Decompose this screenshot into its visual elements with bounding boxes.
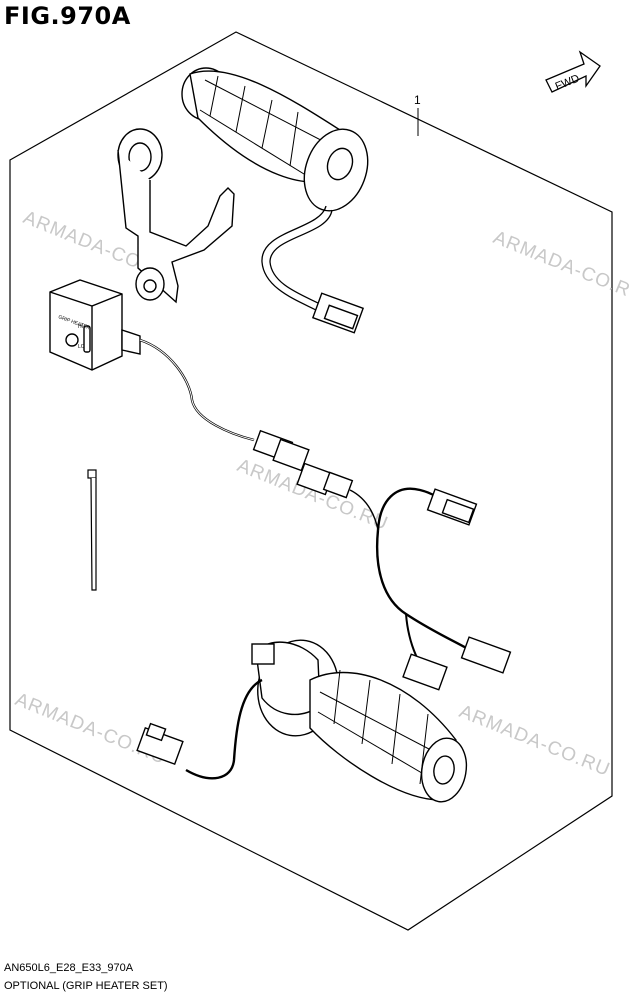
wiring-harness xyxy=(296,462,512,691)
grip-heater-switch: GRIP HEATER HI LO xyxy=(49,279,310,472)
fwd-direction-badge: FWD xyxy=(545,50,601,93)
reference-number: 1 xyxy=(414,93,421,107)
lower-heated-grip xyxy=(136,639,468,803)
upper-heated-grip xyxy=(181,67,369,334)
mounting-bracket xyxy=(117,128,235,304)
watermark-5: ARMADA-CO.RU xyxy=(456,701,613,781)
part-code: AN650L6_E28_E33_970A xyxy=(4,962,134,974)
figure-title: FIG.970A xyxy=(4,2,131,30)
cable-tie xyxy=(87,469,97,591)
figure-description: OPTIONAL (GRIP HEATER SET) xyxy=(4,980,168,992)
switch-lo-label: LO xyxy=(78,344,85,350)
kit-boundary xyxy=(9,31,613,931)
watermark-2: ARMADA-CO.RU xyxy=(490,227,630,307)
switch-hi-label: HI xyxy=(78,324,83,330)
